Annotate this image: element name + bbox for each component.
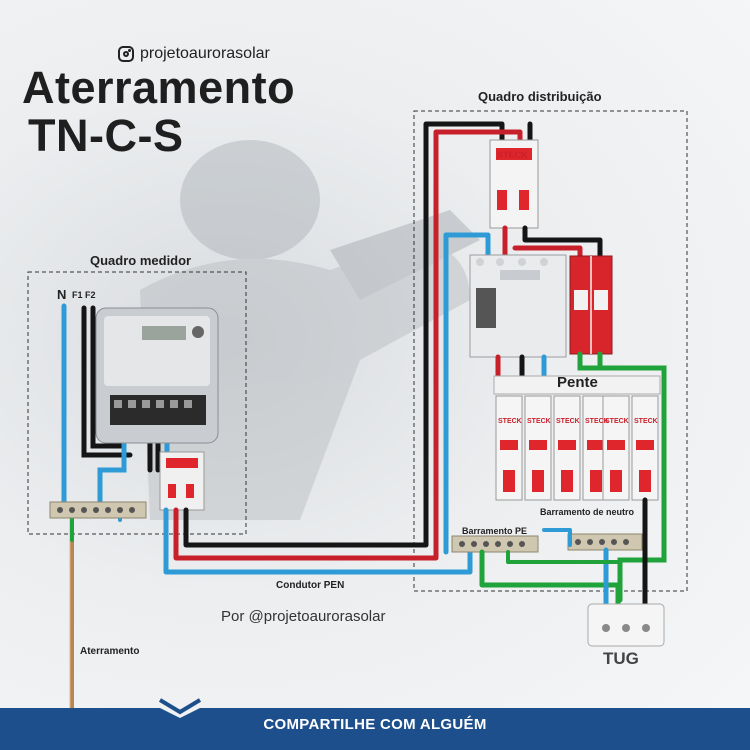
neutral-bar-label: Barramento de neutro [540, 507, 635, 517]
energy-meter [95, 307, 219, 444]
share-cta: COMPARTILHE COM ALGUÉM [263, 716, 487, 733]
phase-labels: F1 F2 [72, 290, 96, 300]
title-line-2: TN-C-S [28, 110, 184, 161]
pe-bar-label: Barramento PE [462, 526, 528, 536]
branch-breaker-6 [631, 395, 659, 501]
branch-brand-1: STECK [498, 418, 522, 425]
branch-breaker-1 [495, 395, 523, 501]
feeder-wires [163, 121, 533, 575]
title-line-1: Aterramento [22, 62, 296, 113]
surge-protector [569, 255, 613, 355]
credit-text: Por @projetoaurorasolar [221, 608, 386, 625]
grounding-rod [68, 515, 76, 722]
meter-neutral-bar [49, 501, 147, 519]
background-worker-silhouette [140, 140, 480, 520]
condutor-pen-label: Condutor PEN [276, 580, 345, 591]
quadro-distribuicao-box [413, 110, 688, 592]
neutral-letter: N [57, 287, 67, 302]
meter-breaker [159, 451, 205, 511]
neutral-bar [567, 533, 643, 551]
pente-label: Pente [557, 374, 598, 391]
pe-bar [451, 535, 539, 553]
tug-label: TUG [603, 649, 639, 668]
pente-busbar [493, 375, 661, 395]
branch-brand-3: STECK [556, 418, 580, 425]
quadro-distribuicao-label: Quadro distribuição [478, 89, 602, 104]
footer-band [0, 708, 750, 750]
main-breaker-brand: STECK [497, 150, 528, 160]
branch-breaker-3 [553, 395, 581, 501]
residual-current-device [469, 254, 567, 358]
instagram-icon [118, 46, 134, 62]
branch-breaker-2 [524, 395, 552, 501]
footer-chevron [158, 698, 202, 715]
social-handle: projetoaurorasolar [118, 45, 270, 63]
page-title: Aterramento TN-C-S [22, 64, 295, 160]
branch-brand-4: STECK [585, 418, 609, 425]
branch-breaker-5 [602, 395, 630, 501]
main-breaker [489, 139, 539, 229]
tug-outlet [587, 603, 665, 647]
branch-brand-6: STECK [634, 418, 658, 425]
quadro-medidor-box [27, 271, 247, 535]
branch-brand-5: STECK [605, 418, 629, 425]
branch-breakers [495, 395, 659, 501]
quadro-medidor-label: Quadro medidor [90, 253, 192, 268]
branch-brand-2: STECK [527, 418, 551, 425]
handle-text: projetoaurorasolar [140, 45, 270, 62]
aterramento-label: Aterramento [80, 646, 140, 657]
